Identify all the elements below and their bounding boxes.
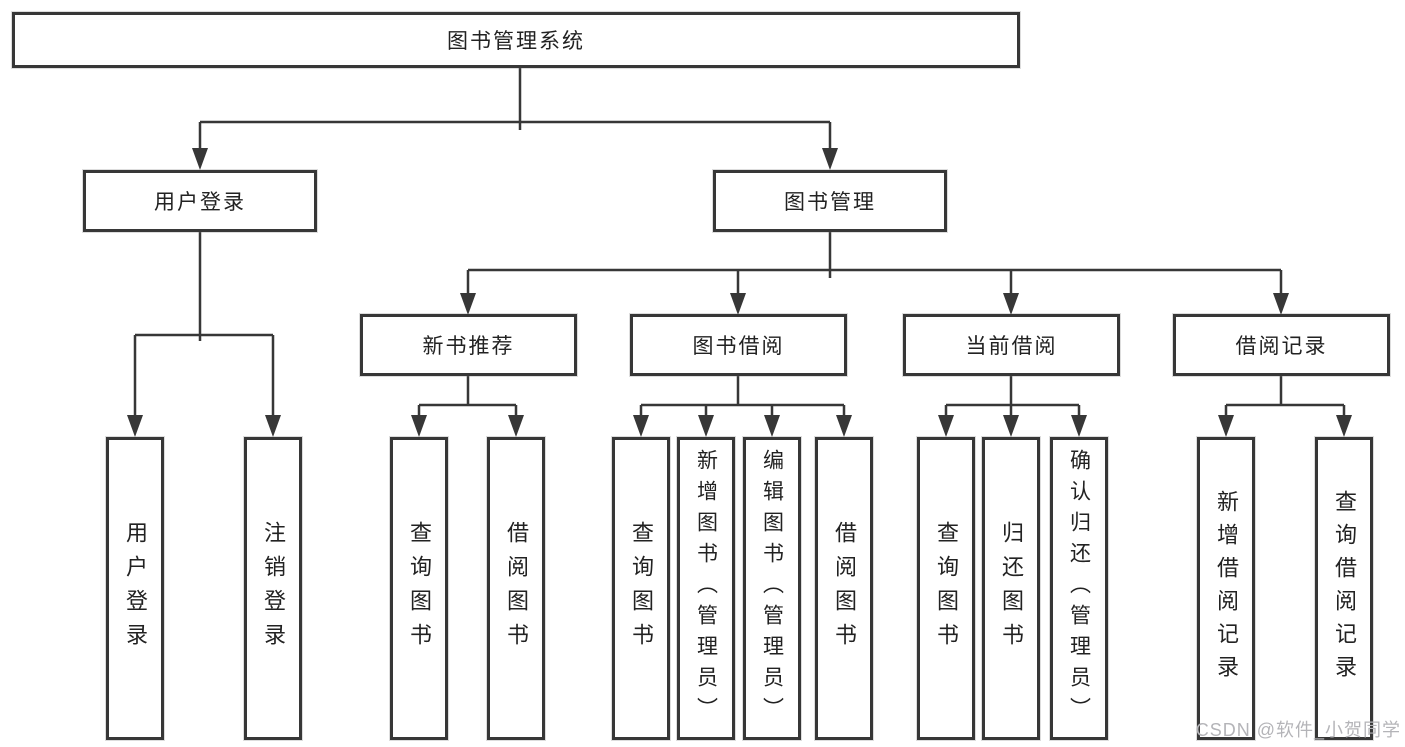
watermark: CSDN @软件_小贺同学	[1195, 720, 1401, 740]
node-book-management: 图书管理	[713, 170, 947, 232]
leaf-return-books: 归还图书	[982, 437, 1040, 740]
leaf-query-books-recommend-label: 查询图书	[407, 520, 432, 657]
leaf-edit-book-admin: 编辑图书（管理员）	[743, 437, 801, 740]
node-borrowing-records: 借阅记录	[1173, 314, 1390, 376]
leaf-user-login: 用户登录	[106, 437, 164, 740]
node-library-management-system: 图书管理系统	[12, 12, 1020, 68]
leaf-query-borrow-record: 查询借阅记录	[1315, 437, 1373, 740]
leaf-query-books-borrowing-label: 查询图书	[629, 520, 654, 657]
leaf-confirm-return-admin-label: 确认归还（管理员）	[1067, 449, 1091, 728]
leaf-query-books-borrowing: 查询图书	[612, 437, 670, 740]
leaf-query-books-current: 查询图书	[917, 437, 975, 740]
node-user-login: 用户登录	[83, 170, 317, 232]
node-current-borrowing: 当前借阅	[903, 314, 1120, 376]
leaf-borrow-books-borrowing: 借阅图书	[815, 437, 873, 740]
leaf-borrow-books-borrowing-label: 借阅图书	[832, 520, 857, 657]
leaf-user-login-label: 用户登录	[123, 520, 148, 657]
leaf-return-books-label: 归还图书	[999, 520, 1024, 657]
node-new-book-recommendation: 新书推荐	[360, 314, 577, 376]
leaf-query-books-recommend: 查询图书	[390, 437, 448, 740]
leaf-confirm-return-admin: 确认归还（管理员）	[1050, 437, 1108, 740]
leaf-add-book-admin-label: 新增图书（管理员）	[694, 449, 718, 728]
leaf-borrow-books-recommend-label: 借阅图书	[504, 520, 529, 657]
node-book-borrowing: 图书借阅	[630, 314, 847, 376]
leaf-add-borrow-record: 新增借阅记录	[1197, 437, 1255, 740]
leaf-logout-label: 注销登录	[261, 520, 286, 657]
leaf-query-books-current-label: 查询图书	[934, 520, 959, 657]
leaf-logout: 注销登录	[244, 437, 302, 740]
leaf-add-borrow-record-label: 新增借阅记录	[1214, 489, 1239, 688]
leaf-add-book-admin: 新增图书（管理员）	[677, 437, 735, 740]
leaf-query-borrow-record-label: 查询借阅记录	[1332, 489, 1357, 688]
leaf-edit-book-admin-label: 编辑图书（管理员）	[760, 449, 784, 728]
leaf-borrow-books-recommend: 借阅图书	[487, 437, 545, 740]
